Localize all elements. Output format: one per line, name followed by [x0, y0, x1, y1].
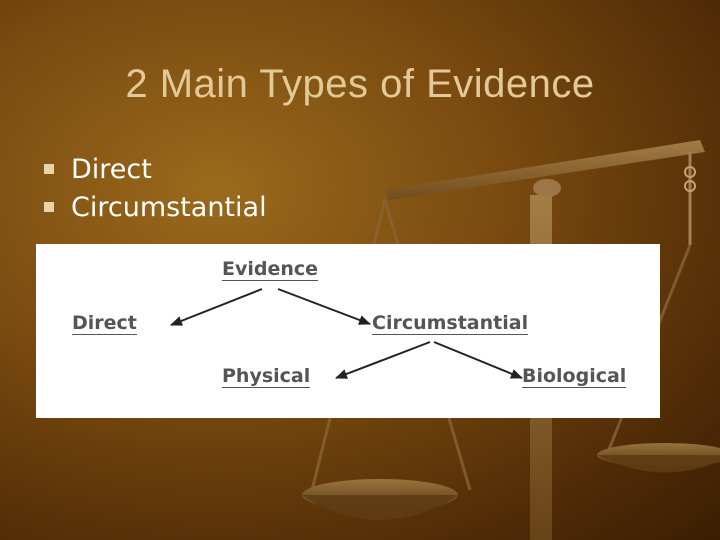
node-circumstantial: Circumstantial	[372, 312, 529, 335]
node-direct: Direct	[72, 312, 137, 335]
square-bullet-icon	[44, 164, 54, 174]
node-physical: Physical	[222, 365, 311, 388]
arrow-evidence-to-direct	[170, 288, 263, 326]
diagram-arrows	[170, 288, 523, 379]
bullet-text-direct: Direct	[71, 153, 152, 185]
evidence-diagram: Evidence Direct Circumstantial Physical …	[36, 244, 660, 418]
bullet-list: Direct Circumstantial	[44, 150, 267, 226]
arrow-evidence-to-circumstantial	[277, 288, 371, 325]
slide-title: 2 Main Types of Evidence	[125, 62, 595, 106]
bullet-text-circumstantial: Circumstantial	[71, 191, 267, 223]
arrow-circumstantial-to-biological	[433, 341, 523, 379]
arrow-circumstantial-to-physical	[335, 341, 431, 379]
bullet-item: Circumstantial	[44, 188, 267, 226]
square-bullet-icon	[44, 202, 54, 212]
node-evidence: Evidence	[222, 258, 319, 281]
bullet-item: Direct	[44, 150, 267, 188]
node-biological: Biological	[522, 365, 627, 388]
